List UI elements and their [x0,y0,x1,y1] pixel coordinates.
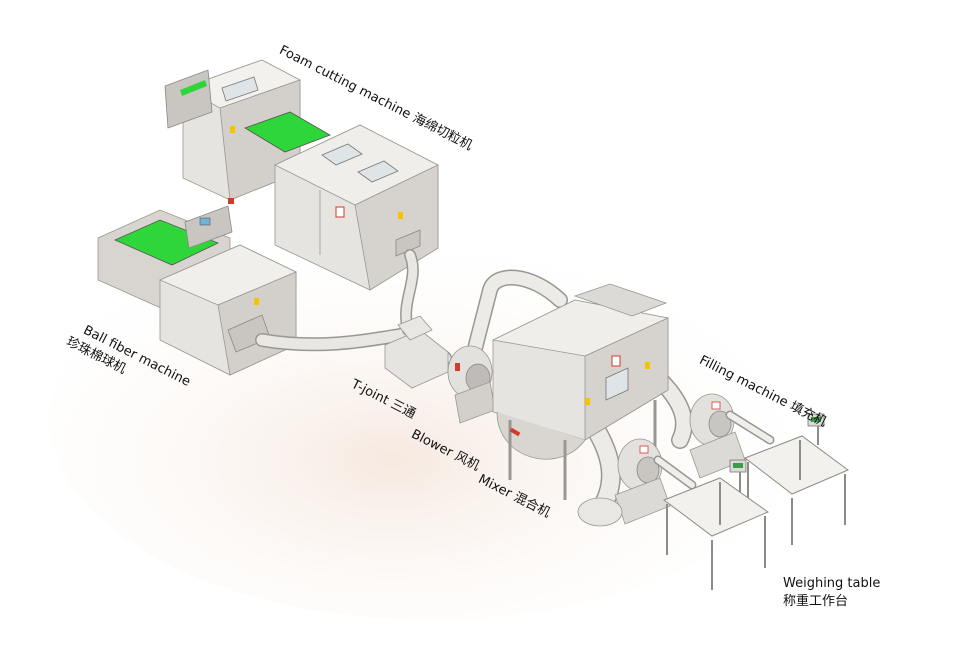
label-weighing-table: Weighing table 称重工作台 [783,575,880,610]
mixer [491,283,670,500]
filling-machine-rear [689,393,775,479]
filling-machine-front [577,438,697,527]
blower [447,345,496,424]
weighing-table-rear [743,413,849,545]
label-weighing-en: Weighing table [783,576,881,591]
ball-fiber-machine [97,205,297,376]
t-joint [384,315,449,389]
label-weighing-zh: 称重工作台 [783,593,849,609]
foam-cutting-machine [164,59,439,291]
weighing-table-front [662,459,770,590]
